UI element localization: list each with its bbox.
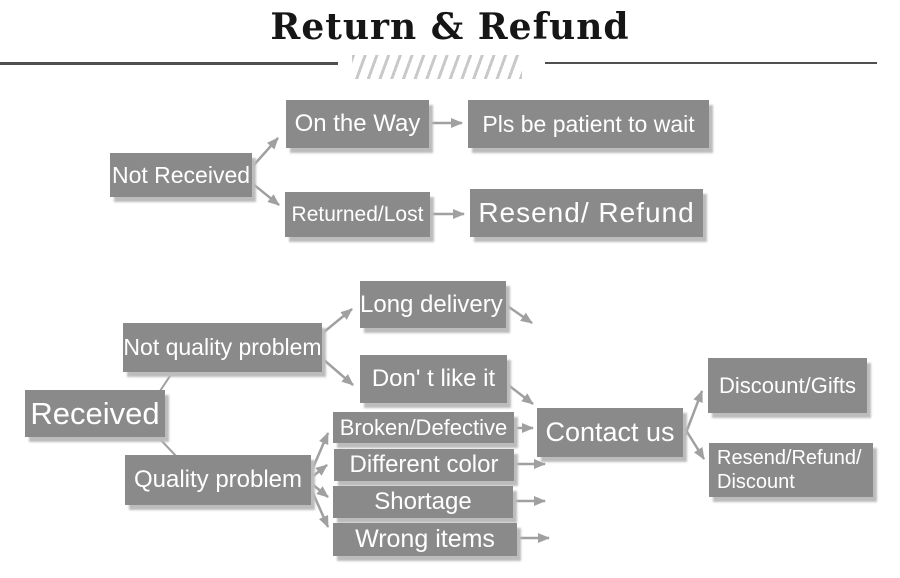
node-returned-lost: Returned/Lost (285, 192, 430, 237)
node-shortage: Shortage (333, 486, 513, 518)
arrow-not-received-to-on-the-way (252, 137, 279, 167)
page-title: Return & Refund (270, 6, 630, 48)
hatch-decoration (352, 55, 522, 79)
node-on-the-way: On the Way (286, 100, 429, 148)
node-discount-gifts: Discount/Gifts (708, 358, 867, 413)
arrow-quality-to-shortage (311, 483, 329, 498)
node-pls-be-patient: Pls be patient to wait (468, 100, 709, 148)
node-dont-like-it: Don' t like it (360, 355, 507, 403)
arrow-quality-to-wrong-items (310, 490, 330, 528)
node-contact-us: Contact us (537, 408, 683, 457)
node-quality-problem: Quality problem (125, 455, 311, 505)
arrow-not-received-to-returned-lost (252, 183, 280, 206)
arrow-quality-to-broken (310, 432, 330, 471)
arrow-dont-like-to-contact-us (506, 383, 534, 405)
node-long-delivery: Long delivery (360, 281, 506, 328)
arrow-long-delivery-out (505, 303, 533, 325)
node-not-quality-problem: Not quality problem (123, 323, 322, 372)
node-resend-refund: Resend/ Refund (470, 189, 703, 237)
arrow-not-quality-to-long-delivery (323, 308, 353, 333)
node-not-received: Not Received (110, 153, 252, 197)
node-wrong-items: Wrong items (333, 523, 517, 556)
arrow-contact-us-to-discount-gifts (682, 390, 704, 439)
node-broken-defective: Broken/Defective (333, 412, 514, 443)
node-resend-refund-discount: Resend/Refund/ Discount (709, 443, 873, 497)
connector-received-to-quality (157, 436, 177, 457)
arrow-not-quality-to-dont-like (323, 359, 354, 386)
connector-received-to-not-quality (159, 372, 173, 392)
arrow-quality-to-different-color (311, 464, 328, 478)
arrow-contact-us-to-resend-discount (682, 426, 706, 460)
header-rule-left (0, 62, 338, 65)
node-different-color: Different color (334, 449, 514, 481)
header-rule-right (545, 62, 877, 64)
node-received: Received (25, 390, 165, 437)
